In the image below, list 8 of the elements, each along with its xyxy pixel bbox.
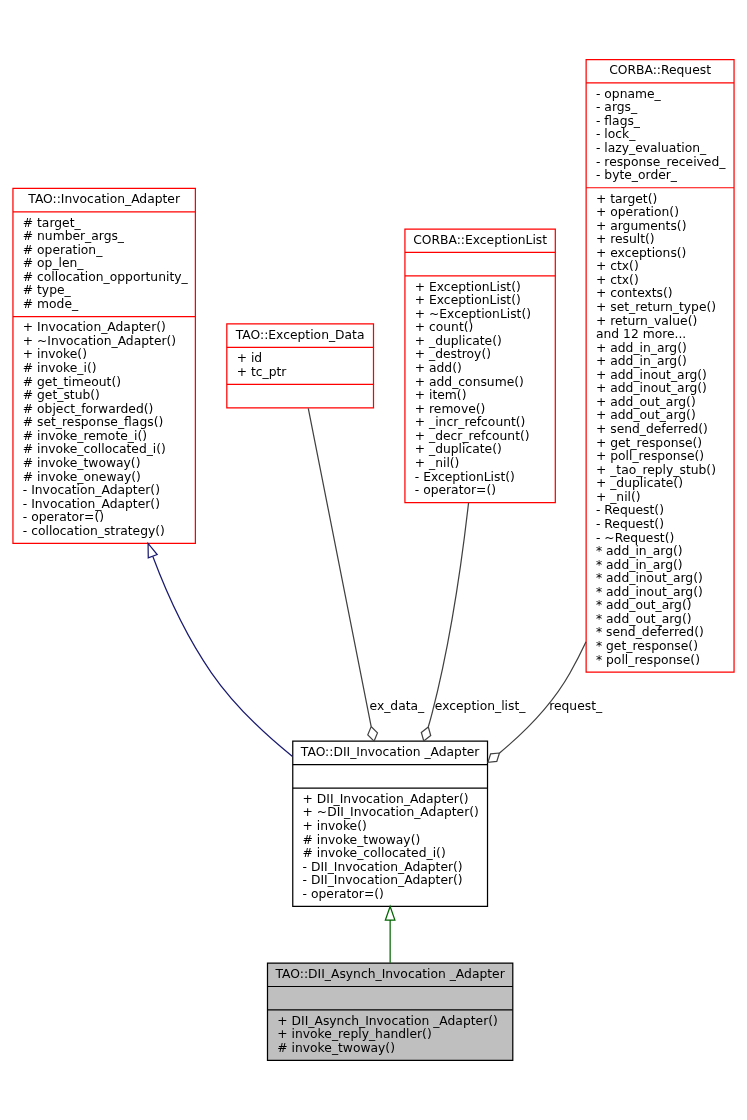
arrow [384,904,396,964]
connector [307,407,379,743]
connector [487,641,587,763]
edge-label: exception_list_ [434,698,526,713]
connector [420,502,470,743]
arrow [147,541,294,758]
edge-label: ex_data_ [369,698,425,713]
edge-label: request_ [549,698,603,713]
